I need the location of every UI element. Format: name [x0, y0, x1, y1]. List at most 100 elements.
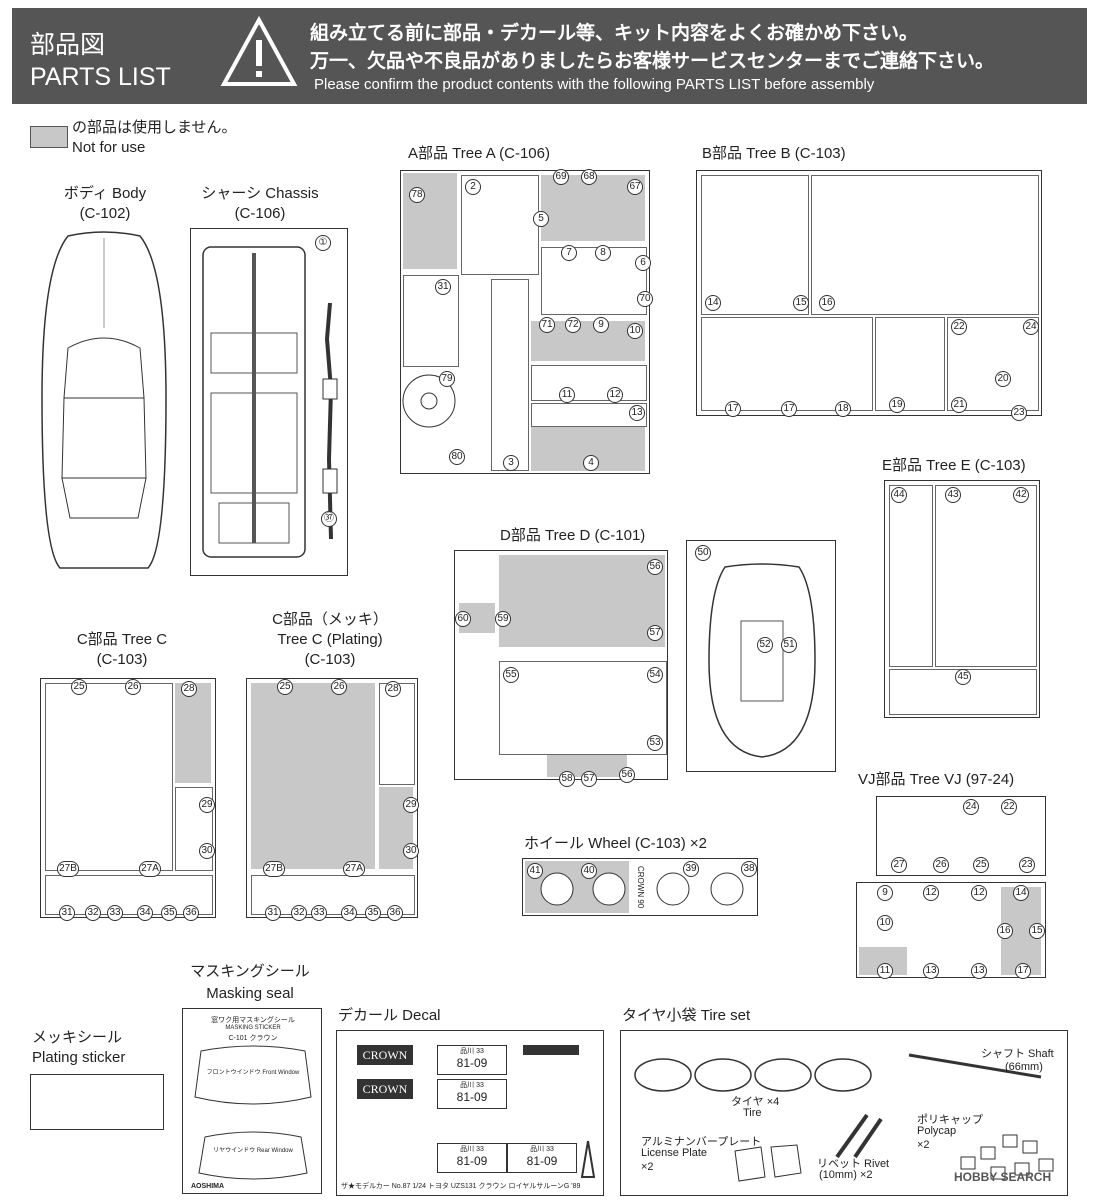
masking-sheet-sub: MASKING STICKER [225, 1025, 281, 1031]
part-number: 27 [891, 857, 907, 873]
part-number: 18 [835, 401, 851, 417]
window-mask-drawing [194, 1045, 312, 1180]
masking-front-label: フロントウインドウ Front Window [206, 1070, 300, 1076]
part-number: 17 [1015, 963, 1031, 979]
tree-b-cell [701, 175, 809, 315]
part-number: 57 [581, 771, 597, 787]
part-number: ㊲ [321, 511, 337, 527]
part-number: 22 [1001, 799, 1017, 815]
part-number: 40 [581, 863, 597, 879]
tree-b-cell [947, 317, 1039, 411]
tree-c-code: (C-103) [96, 651, 148, 668]
part-number: 34 [137, 905, 153, 921]
part-number: 53 [647, 735, 663, 751]
masking-rear-label: リヤウインドウ Rear Window [213, 1148, 293, 1154]
tree-c-plating-runner: 25 26 28 29 30 27B 27A 31 32 33 34 35 36 [246, 678, 419, 921]
decal-plate-top: 品川 33 [460, 1082, 484, 1089]
license-plate-drawing [734, 1144, 802, 1182]
legend-en: Not for use [72, 139, 146, 156]
part-number: 14 [705, 295, 721, 311]
wheel-part-drawing [402, 374, 456, 428]
part-number: 20 [995, 371, 1011, 387]
part-number: 24 [963, 799, 979, 815]
part-number: 80 [449, 449, 465, 465]
part-number: 14 [1013, 885, 1029, 901]
tree-d-unused-block [499, 555, 665, 647]
part-number: 2 [465, 179, 481, 195]
part-number: 16 [997, 923, 1013, 939]
part-number: 29 [403, 797, 419, 813]
tire-set-label: タイヤ小袋 Tire set [622, 1007, 751, 1024]
part-number: 16 [819, 295, 835, 311]
part-number: 69 [553, 169, 569, 185]
tree-d-label: D部品 Tree D (C-101) [500, 527, 646, 544]
part-number: 13 [923, 963, 939, 979]
body-label: ボディ Body [63, 185, 147, 202]
polycap-qty: ×2 [917, 1139, 930, 1151]
tree-a-runner: 78 2 69 68 67 5 7 8 6 31 70 71 72 9 10 7… [400, 169, 653, 474]
part-number: 35 [161, 905, 177, 921]
decal-plate: 品川 33 81-09 [437, 1079, 507, 1109]
part-number: 24 [1023, 319, 1039, 335]
masking-sheet-code: C-101 クラウン [228, 1035, 278, 1042]
decal-plate-number: 81-09 [456, 1056, 488, 1070]
tree-a-cell [531, 365, 647, 401]
plate-label-jp: アルミナンバープレート [641, 1136, 762, 1148]
part-number: 26 [125, 679, 141, 695]
decal-crown: CROWN [357, 1045, 413, 1065]
decal-crown: CROWN [357, 1079, 413, 1099]
part-number: 68 [581, 169, 597, 185]
tree-c-cell [45, 683, 173, 871]
part-number: 34 [341, 905, 357, 921]
part-number: 11 [559, 387, 575, 403]
rivet-size: (10mm) ×2 [819, 1169, 873, 1181]
plating-sticker-sheet [30, 1074, 164, 1130]
plate-label-en: License Plate [641, 1147, 708, 1159]
masking-sheet-title: 窓ワク用マスキングシール [211, 1017, 295, 1024]
part-number: 38 [741, 861, 757, 877]
wheel-side-text: CROWN 90 [636, 865, 645, 909]
warning-icon [220, 16, 298, 86]
polycap-label-en: Polycap [917, 1125, 957, 1137]
tree-e-runner: 44 43 42 45 [884, 480, 1040, 718]
part-number: 5 [533, 211, 549, 227]
decal-plate-top: 品川 33 [460, 1146, 484, 1153]
tree-d-tub-runner: 50 52 51 [686, 540, 836, 772]
part-number: 27B [57, 861, 79, 877]
part-number: 39 [683, 861, 699, 877]
plate-qty: ×2 [641, 1161, 654, 1173]
part-number: 32 [291, 905, 307, 921]
title-en: PARTS LIST [30, 63, 171, 91]
part-number: 56 [647, 559, 663, 575]
part-number: 15 [793, 295, 809, 311]
part-number: 31 [435, 279, 451, 295]
part-number: 30 [403, 843, 419, 859]
part-number: 28 [181, 681, 197, 697]
tree-vj-label: VJ部品 Tree VJ (97-24) [858, 771, 1015, 788]
part-number: 12 [607, 387, 623, 403]
part-number: 59 [495, 611, 511, 627]
masking-label-en: Masking seal [206, 985, 294, 1002]
chassis-runner: ① ㊲ [190, 228, 348, 576]
part-number: 23 [1011, 405, 1027, 421]
part-number: 10 [627, 323, 643, 339]
tree-c-cell [45, 875, 213, 915]
tree-a-cell [403, 275, 459, 367]
part-number: 56 [619, 767, 635, 783]
part-number: 58 [559, 771, 575, 787]
part-number: 12 [923, 885, 939, 901]
chassis-part-drawing [202, 246, 306, 558]
part-number: 79 [439, 371, 455, 387]
part-number: 55 [503, 667, 519, 683]
part-number: 78 [409, 187, 425, 203]
part-number: 31 [265, 905, 281, 921]
masking-label-jp: マスキングシール [190, 963, 310, 980]
interior-tub-drawing [708, 563, 816, 758]
part-number: 29 [199, 797, 215, 813]
part-number: 12 [971, 885, 987, 901]
polycap-label-jp: ポリキャップ [917, 1114, 983, 1126]
part-number: 32 [85, 905, 101, 921]
part-number: 25 [973, 857, 989, 873]
warning-jp-1: 組み立てる前に部品・デカール等、キット内容をよくお確かめ下さい。 [310, 23, 919, 44]
part-number: 41 [527, 863, 543, 879]
